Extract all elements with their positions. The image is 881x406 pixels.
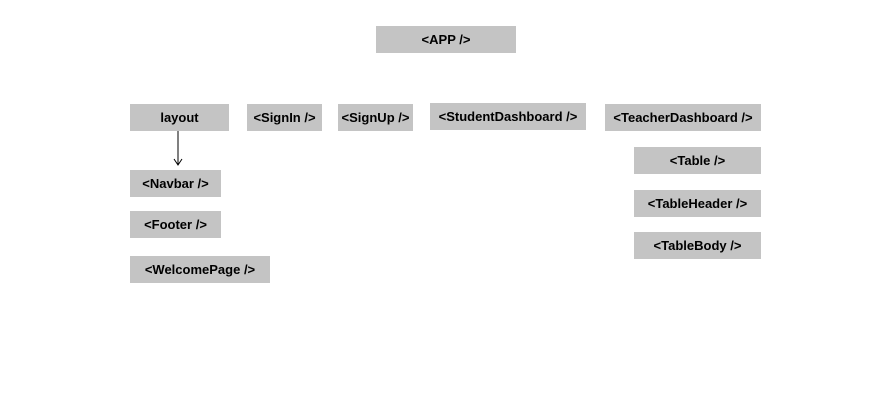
teacher-dashboard-node: <TeacherDashboard /> [605, 104, 761, 131]
footer-node: <Footer /> [130, 211, 221, 238]
app-node: <APP /> [376, 26, 516, 53]
layout-to-navbar-arrow [173, 131, 183, 166]
table-node: <Table /> [634, 147, 761, 174]
welcome-page-node: <WelcomePage /> [130, 256, 270, 283]
layout-node: layout [130, 104, 229, 131]
table-header-node: <TableHeader /> [634, 190, 761, 217]
signup-node: <SignUp /> [338, 104, 413, 131]
signin-node: <SignIn /> [247, 104, 322, 131]
table-body-node: <TableBody /> [634, 232, 761, 259]
student-dashboard-node: <StudentDashboard /> [430, 103, 586, 130]
navbar-node: <Navbar /> [130, 170, 221, 197]
